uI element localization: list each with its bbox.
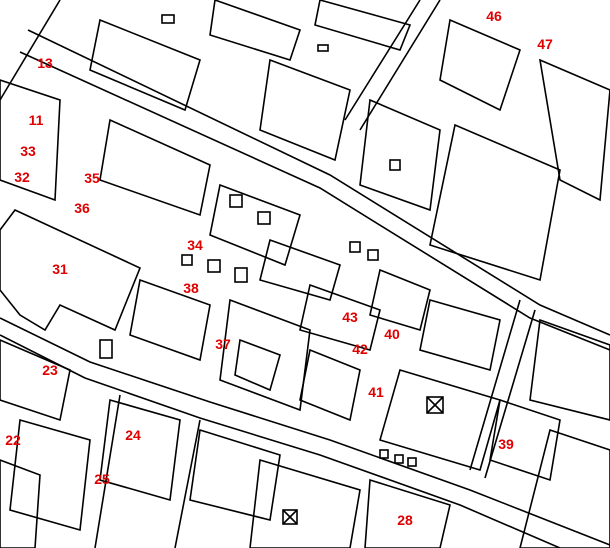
parcel-label: 42 [352, 341, 368, 357]
parcel-label: 39 [498, 436, 514, 452]
parcel-label: 23 [42, 362, 58, 378]
road-north [344, 0, 421, 121]
parcel-label: 43 [342, 309, 358, 325]
parcel-label: 11 [28, 112, 44, 128]
parcel-label: 41 [368, 384, 384, 400]
parcel-label: 28 [397, 512, 413, 528]
parcel-label: 37 [215, 336, 231, 352]
parcel-label: 36 [74, 200, 90, 216]
road-main-diagonal [27, 29, 610, 336]
parcel-label: 35 [84, 170, 100, 186]
road-west [0, 0, 61, 101]
road-east-edge [484, 309, 536, 479]
parcel-label: 31 [52, 261, 68, 277]
parcel-label: 24 [125, 427, 141, 443]
building-31 [0, 209, 142, 332]
crossed-square-icon [282, 509, 298, 525]
parcel-label: 32 [14, 169, 30, 185]
parcel-label: 25 [94, 471, 110, 487]
parcel-label: 13 [37, 55, 53, 71]
parcel-label: 34 [187, 237, 203, 253]
road-lower [0, 317, 610, 546]
parcel-label: 40 [384, 326, 400, 342]
road-south [94, 394, 121, 548]
road-north-edge [359, 0, 441, 131]
parcel-label: 46 [486, 8, 502, 24]
parcel-label: 38 [183, 280, 199, 296]
road-east [469, 299, 521, 471]
parcel-label: 22 [5, 432, 21, 448]
road-lower-edge [0, 334, 561, 548]
road-main-diagonal-edge [19, 51, 610, 351]
building-block-41 [379, 369, 501, 471]
crossed-square-icon [426, 396, 444, 414]
road-south-2 [174, 419, 201, 548]
parcel-label: 33 [20, 143, 36, 159]
parcel-label: 47 [537, 36, 553, 52]
